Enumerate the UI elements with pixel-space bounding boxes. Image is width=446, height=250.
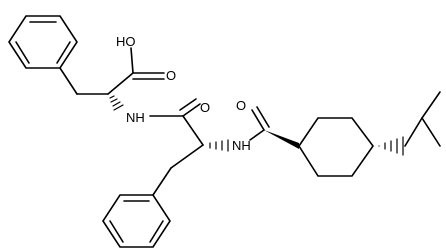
cyclohexane-ring: [298, 117, 374, 177]
amide-oxygen-label: O: [200, 100, 210, 115]
amide2-oxygen-label: O: [236, 98, 246, 113]
isopropyl-group: [404, 91, 441, 147]
bottom-side-chain: [152, 144, 204, 196]
hydroxyl-label: HO: [116, 34, 136, 49]
hashed-wedge-isopropyl: [378, 136, 404, 156]
top-side-chain: [59, 47, 165, 95]
acid-oxygen-label: O: [166, 68, 176, 83]
central-amide: [149, 98, 204, 146]
bottom-phenyl-ring: [102, 194, 171, 248]
second-amide: [249, 106, 270, 141]
hashed-wedge-top: [109, 95, 124, 111]
amide2-nh-label: NH: [232, 138, 251, 153]
top-phenyl-ring: [8, 15, 78, 69]
amide-nh-label: NH: [126, 110, 145, 125]
bold-wedge: [264, 130, 299, 149]
hashed-wedge-bottom: [209, 139, 229, 152]
